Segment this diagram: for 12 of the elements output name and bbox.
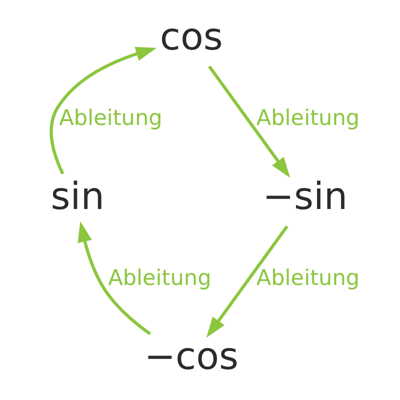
arrow — [206, 225, 288, 338]
edge-label: Ableitung — [256, 106, 360, 132]
arrow — [78, 221, 152, 336]
edge-label: Ableitung — [256, 266, 360, 291]
edge-label: Ableitung — [108, 266, 212, 291]
node-text: −cos — [144, 334, 239, 378]
edge-label: Ableitung — [59, 106, 162, 132]
node-text: sin — [50, 174, 104, 218]
node-text: cos — [160, 14, 223, 58]
arrow — [50, 46, 157, 174]
node-text: −sin — [262, 174, 348, 218]
arrow — [208, 66, 290, 178]
